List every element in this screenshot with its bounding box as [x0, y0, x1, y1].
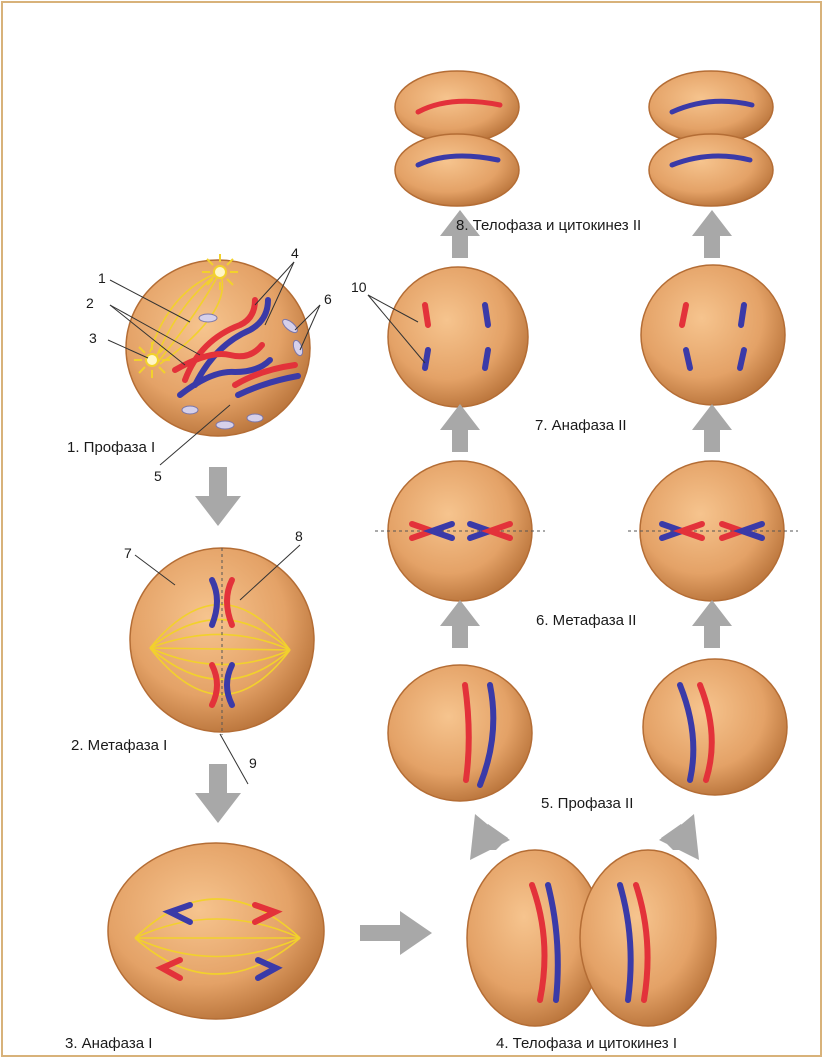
label-telophase-1: 4. Телофаза и цитокинез I — [496, 1035, 677, 1052]
callout-6: 6 — [324, 291, 332, 307]
cell-anaphase-2-left — [388, 267, 528, 407]
label-prophase-2: 5. Профаза II — [541, 795, 633, 812]
callout-2: 2 — [86, 295, 94, 311]
cell-anaphase-2-right — [641, 265, 785, 405]
label-metaphase-2: 6. Метафаза II — [536, 612, 636, 629]
cell-anaphase-1 — [108, 843, 324, 1019]
callout-7: 7 — [124, 545, 132, 561]
callout-10: 10 — [351, 279, 367, 295]
label-telophase-2: 8. Телофаза и цитокинез II — [456, 217, 641, 234]
callout-8: 8 — [295, 528, 303, 544]
callout-5: 5 — [154, 468, 162, 484]
callout-4: 4 — [291, 245, 299, 261]
label-prophase-1: 1. Профаза I — [67, 439, 155, 456]
cell-prophase-2-right — [643, 659, 787, 795]
label-anaphase-2: 7. Анафаза II — [535, 417, 627, 434]
centrosome-left — [134, 342, 170, 378]
callout-1: 1 — [98, 270, 106, 286]
label-metaphase-1: 2. Метафаза I — [71, 737, 167, 754]
centrosome-top — [202, 254, 238, 290]
callout-9: 9 — [249, 755, 257, 771]
callout-3: 3 — [89, 330, 97, 346]
cell-prophase-2-left — [388, 665, 532, 801]
label-anaphase-1: 3. Анафаза I — [65, 1035, 152, 1052]
